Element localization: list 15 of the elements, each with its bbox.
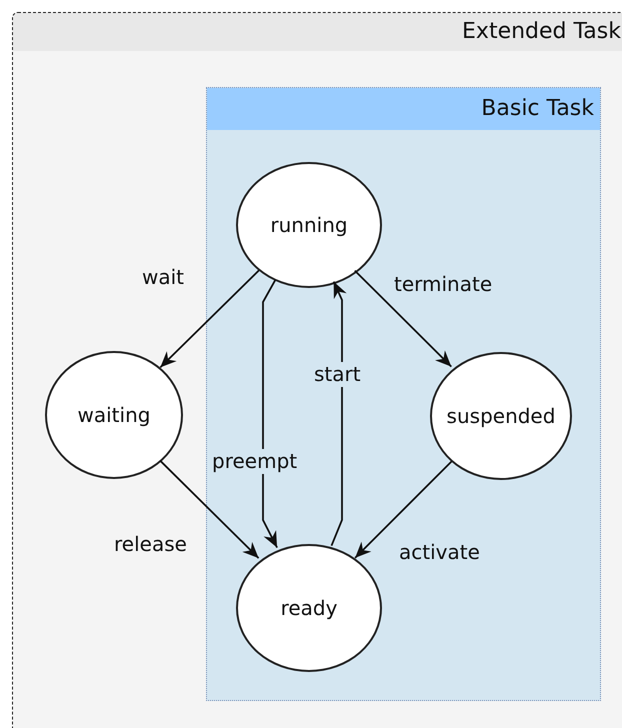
arrow <box>160 270 260 368</box>
arrow <box>354 460 452 559</box>
container-title: Basic Task <box>481 98 594 120</box>
task-container <box>206 87 601 701</box>
state-label: running <box>270 212 348 239</box>
arrow <box>262 279 278 548</box>
arrow <box>330 281 347 546</box>
task-container <box>12 12 622 728</box>
arrow <box>160 460 260 559</box>
container-title: Extended Task <box>462 21 621 43</box>
state-label: waiting <box>78 402 150 429</box>
state-label: ready <box>280 595 338 622</box>
arrow <box>354 270 452 368</box>
edge-label: start <box>312 362 363 387</box>
state-label: suspended <box>446 403 556 430</box>
